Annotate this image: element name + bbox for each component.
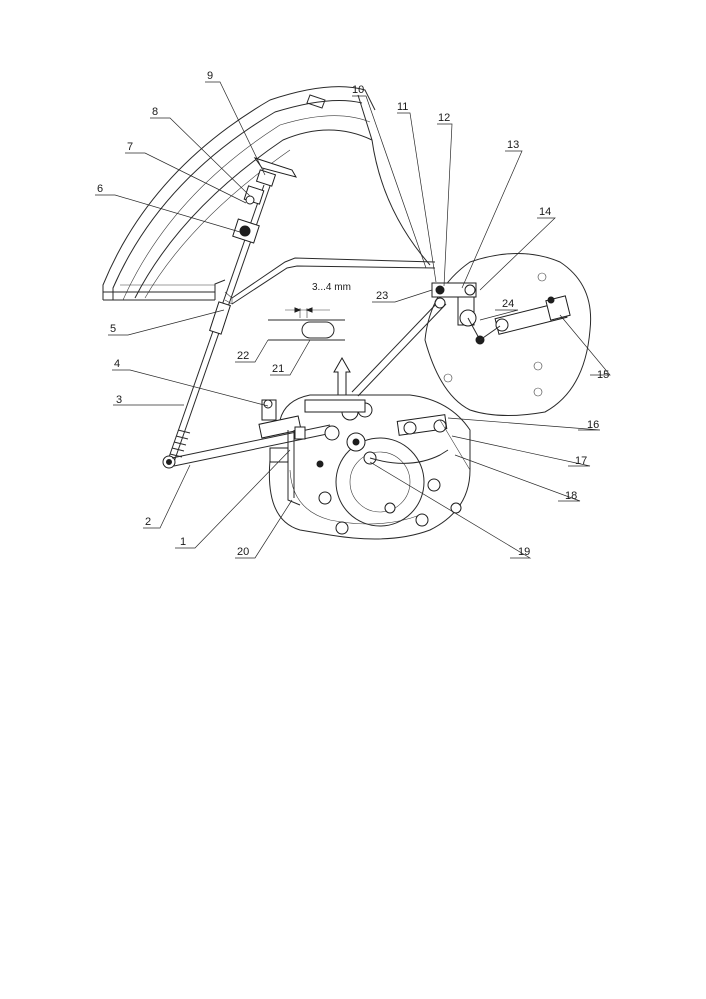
- callout-label: 12: [438, 112, 450, 124]
- callout-label: 4: [114, 358, 120, 370]
- callout-labels: 1 2 3 4 5 6 7 8 9 10 11 12 13 14 15 16 1…: [97, 70, 609, 558]
- callout-label: 23: [376, 290, 388, 302]
- callout-label: 24: [502, 298, 514, 310]
- slot-detail: [268, 307, 345, 341]
- diagonal-rod: [351, 297, 447, 397]
- callout-label: 21: [272, 363, 284, 375]
- callout-label: 7: [127, 141, 133, 153]
- callout-label: 10: [352, 84, 364, 96]
- cab-outline: [102, 86, 431, 301]
- gearbox-mechanism: [268, 394, 471, 540]
- dimension-label: 3...4 mm: [312, 282, 351, 293]
- callout-label: 6: [97, 183, 103, 195]
- callout-label: 18: [565, 490, 577, 502]
- callout-label: 16: [587, 419, 599, 431]
- callout-label: 22: [237, 350, 249, 362]
- callout-label: 8: [152, 106, 158, 118]
- cab-floor-line: [224, 257, 436, 305]
- callout-label: 14: [539, 206, 551, 218]
- leader-lines: [95, 81, 611, 559]
- callout-label: 11: [397, 101, 408, 113]
- callout-label: 2: [145, 516, 151, 528]
- callout-label: 19: [518, 546, 530, 558]
- callout-label: 3: [116, 394, 122, 406]
- callout-label: 5: [110, 323, 116, 335]
- control-lever-rod: [162, 157, 298, 469]
- right-housing-outline: [424, 253, 592, 417]
- callout-label: 17: [575, 455, 587, 467]
- callout-label: 13: [507, 139, 519, 151]
- callout-label: 1: [180, 536, 186, 548]
- pull-rod-lower: [171, 399, 333, 467]
- right-linkage-assembly: [431, 282, 571, 345]
- direction-arrow: [333, 356, 351, 396]
- callout-label: 15: [597, 369, 609, 381]
- callout-label: 9: [207, 70, 213, 82]
- callout-label: 20: [237, 546, 249, 558]
